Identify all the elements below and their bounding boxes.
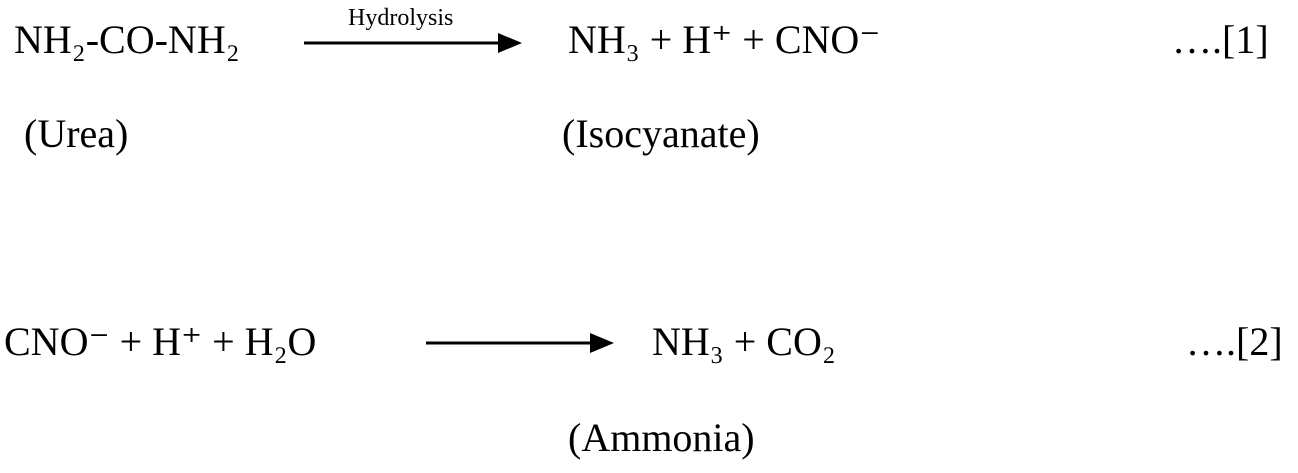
reaction2-reactants: CNO⁻ + H⁺ + H₂O [4, 319, 317, 364]
reaction1-number: ….[1] [1172, 17, 1269, 62]
reaction2-product-name: (Ammonia) [568, 415, 755, 460]
reaction1-product-name: (Isocyanate) [562, 111, 760, 156]
reaction1-reactant: NH₂-CO-NH₂ [14, 17, 240, 62]
reaction2-arrow [426, 333, 614, 353]
reaction1-reactant-name: (Urea) [24, 111, 129, 156]
reaction1-arrow-label: Hydrolysis [348, 5, 454, 31]
reaction2-products: NH₃ + CO₂ [652, 319, 836, 364]
reaction2-number: ….[2] [1186, 319, 1283, 364]
reaction1-arrow [304, 33, 522, 53]
reaction1-products: NH₃ + H⁺ + CNO⁻ [568, 17, 881, 62]
